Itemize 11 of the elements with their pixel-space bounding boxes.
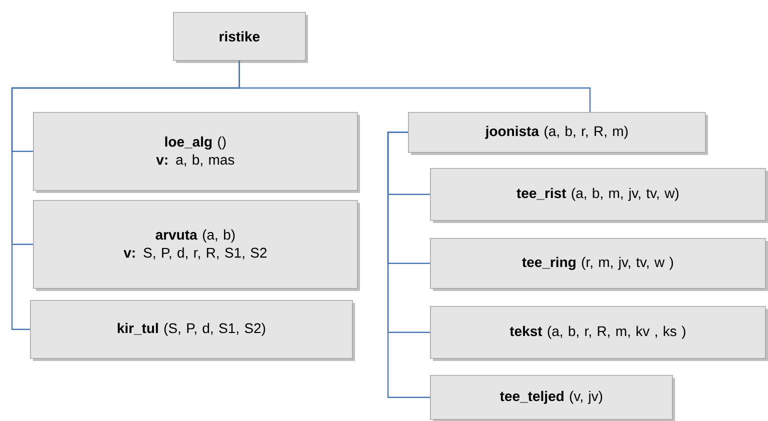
function-box: tee_teljed (v, jv) <box>430 375 675 421</box>
function-box: tee_rist (a, b, m, jv, tv, w) <box>430 168 768 223</box>
function-box: loe_alg () v: a, b, mas <box>33 112 360 193</box>
function-box: ristike <box>173 12 308 63</box>
function-box: arvuta (a, b) v: S, P, d, r, R, S1, S2 <box>33 200 360 291</box>
function-box: tekst (a, b, r, R, m, kv , ks ) <box>430 306 768 361</box>
function-box: tee_ring (r, m, jv, tv, w ) <box>430 238 768 291</box>
function-box: kir_tul (S, P, d, S1, S2) <box>30 300 355 361</box>
connector-line <box>387 132 430 398</box>
function-box: joonista (a, b, r, R, m) <box>408 112 708 155</box>
connector-line <box>238 60 591 112</box>
